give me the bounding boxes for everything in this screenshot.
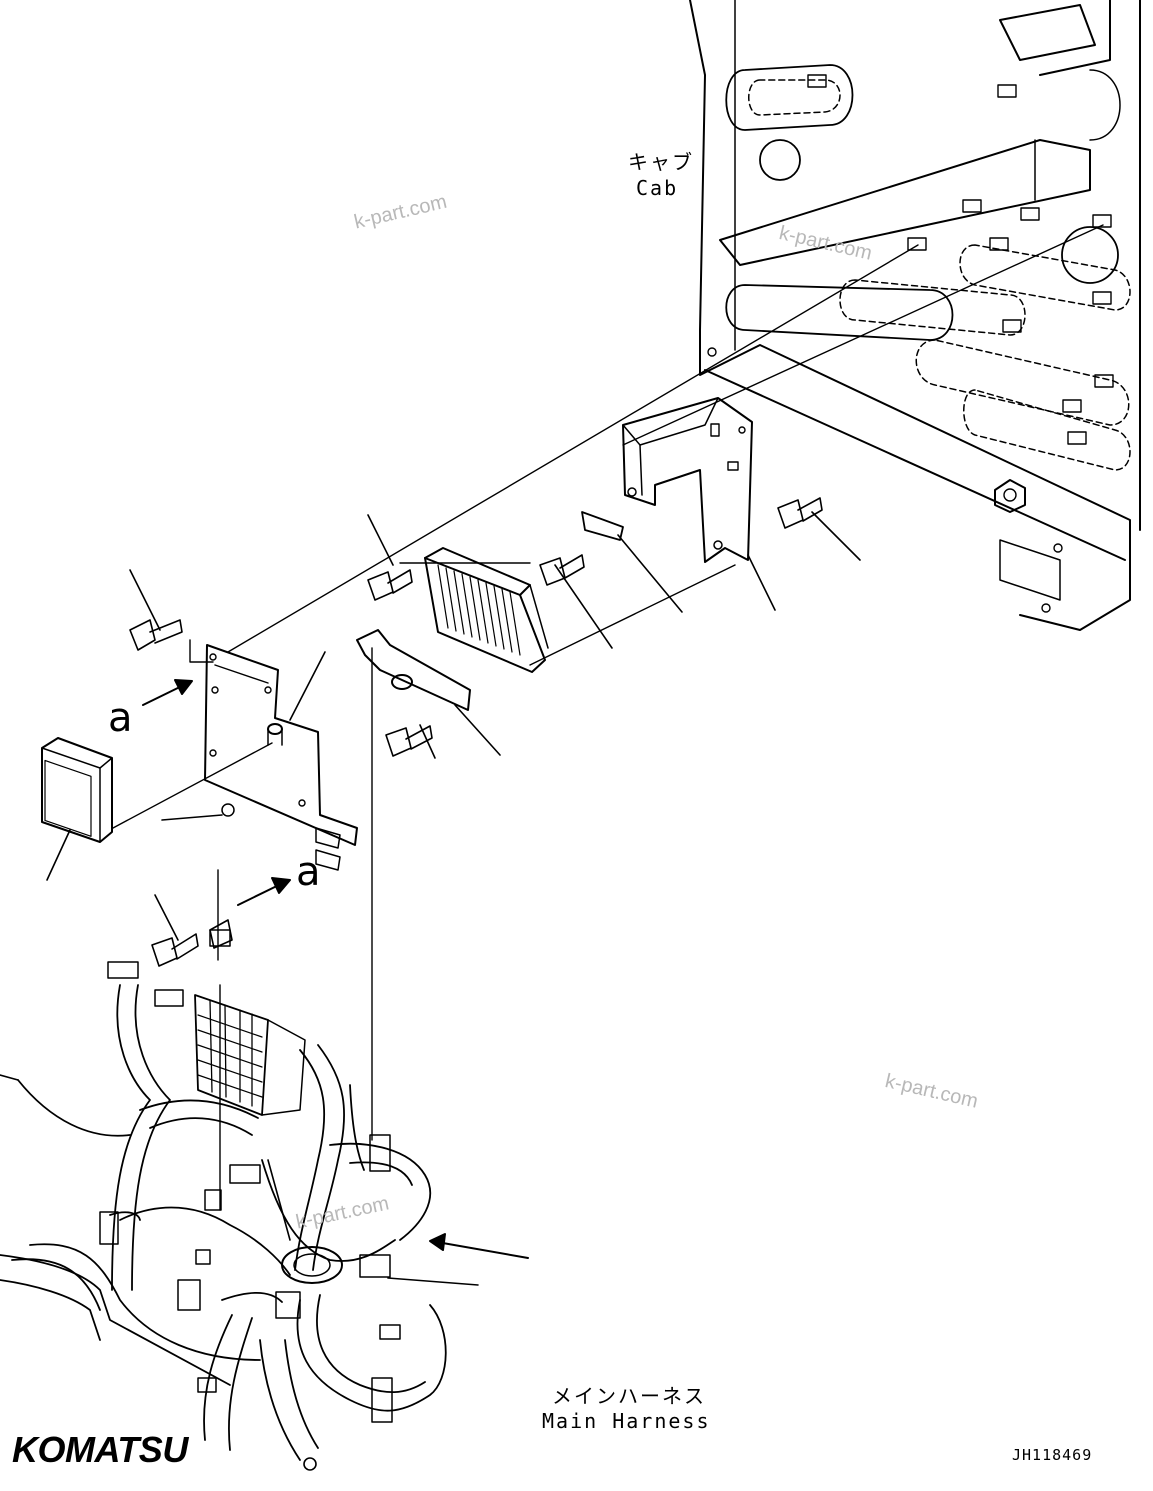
cab-structure [690,0,1140,630]
main-harness-label-jp: メインハーネス [552,1384,706,1408]
right-bracket [582,398,752,562]
bolts [130,498,822,966]
komatsu-logo: KOMATSU [12,1429,188,1470]
alignment-lines [113,225,1103,1210]
view-marker-a-lower: a [296,849,321,895]
main-harness [0,930,446,1470]
main-harness-label-en: Main Harness [542,1409,711,1433]
cab-label-jp: キャブ [628,150,694,174]
view-marker-a-upper: a [108,695,133,741]
control-box [42,738,112,842]
leader-lines [47,512,860,1285]
left-bracket-plate [205,645,357,870]
drawing-number: JH118469 [1012,1446,1093,1464]
cover-plate [357,630,470,710]
view-arrows [143,680,528,1258]
machine-frame [0,1255,230,1385]
controller-finned [425,548,548,672]
cab-label-en: Cab [636,176,679,200]
